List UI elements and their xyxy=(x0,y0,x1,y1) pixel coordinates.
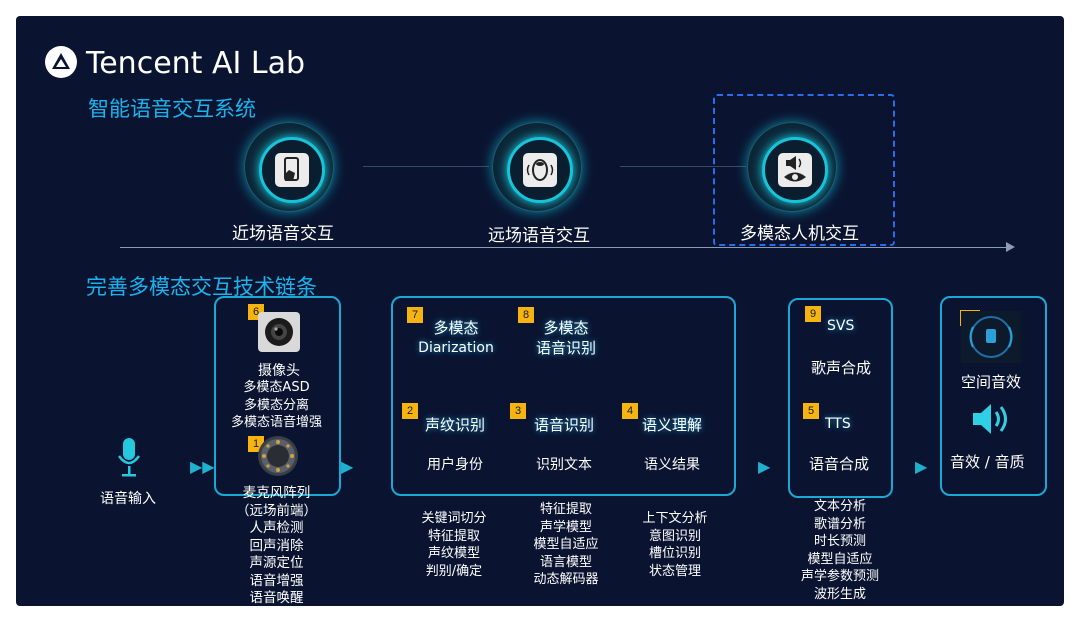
asr-feature: 声学模型 xyxy=(539,519,592,535)
stage-highlight-frame xyxy=(713,94,895,246)
camera-feature: 多模态ASD xyxy=(243,380,310,395)
mic-details: 麦克风阵列 （远场前端） 人声检测 回声消除 声源定位 语音增强 语音唤醒 xyxy=(214,485,339,606)
stage-near-field xyxy=(244,122,334,212)
stage-connector xyxy=(620,166,746,167)
flow-arrow-icon: ▶ xyxy=(341,457,354,476)
voiceprint-feature: 判别/确定 xyxy=(425,563,483,579)
stage-label: 多模态人机交互 xyxy=(740,224,859,244)
spatial-audio-icon xyxy=(961,311,1021,363)
voiceprint-feature: 特征提取 xyxy=(427,528,480,544)
mic-feature: 回声消除 xyxy=(249,537,304,554)
flow-arrow-icon: ▶▶ xyxy=(190,457,215,476)
badge-asr: 3 xyxy=(510,403,526,419)
voiceprint-features: 关键词切分 特征提取 声纹模型 判别/确定 xyxy=(409,510,499,580)
camera-features: 多模态ASD 多模态分离 多模态语音增强 xyxy=(214,379,339,432)
synthesis-feature: 模型自适应 xyxy=(807,551,873,567)
timeline-arrowhead-icon xyxy=(1006,242,1015,252)
asr-feature: 语言模型 xyxy=(539,554,592,570)
synthesis-feature: 时长预测 xyxy=(813,534,866,549)
svs-output: 歌声合成 xyxy=(811,359,872,377)
mic-feature: 人声检测 xyxy=(249,520,304,536)
microphone-icon xyxy=(117,438,141,477)
stage-label: 近场语音交互 xyxy=(232,224,334,244)
timeline-line xyxy=(120,247,1008,248)
camera-title: 摄像头 xyxy=(258,363,300,379)
badge-diarization: 7 xyxy=(407,307,423,323)
camera-icon xyxy=(258,312,300,352)
understanding-box xyxy=(391,296,736,496)
mic-feature: 声源定位 xyxy=(249,555,304,571)
voiceprint-title: 声纹识别 xyxy=(425,416,486,434)
voiceprint-feature: 关键词切分 xyxy=(421,511,487,526)
synthesis-feature: 声学参数预测 xyxy=(800,569,879,584)
mic-feature: 语音增强 xyxy=(249,572,304,589)
mic-title: 麦克风阵列 xyxy=(242,485,311,501)
stage-connector xyxy=(363,166,489,167)
synthesis-feature: 文本分析 xyxy=(813,499,866,514)
camera-feature: 多模态分离 xyxy=(243,397,309,413)
asr-output: 识别文本 xyxy=(536,457,592,473)
diarization-line1: 多模态 xyxy=(433,319,479,337)
asr-features: 特征提取 声学模型 模型自适应 语言模型 动态解码器 xyxy=(521,501,611,589)
mic-array-icon xyxy=(258,436,298,476)
diarization-line2: Diarization xyxy=(418,340,494,356)
mm-asr-line2: 语音识别 xyxy=(535,339,596,357)
stage-multimodal xyxy=(747,122,837,212)
stage-far-field xyxy=(492,122,582,212)
mic-feature: 语音唤醒 xyxy=(249,590,304,606)
asr-feature: 模型自适应 xyxy=(533,537,599,552)
mm-asr-line1: 多模态 xyxy=(543,319,589,337)
tts-output: 语音合成 xyxy=(809,455,870,473)
flow-arrow-icon: ▶ xyxy=(758,457,771,476)
slide: Tencent AI Lab 智能语音交互系统 近场语音交互 远场语音交互 xyxy=(16,16,1064,606)
audio-box xyxy=(940,296,1047,496)
mm-asr-block: 多模态 语音识别 xyxy=(528,318,604,358)
brand-name: Tencent AI Lab xyxy=(86,46,306,81)
stage-ring xyxy=(507,137,573,203)
tts-title: TTS xyxy=(825,416,851,432)
sensor-box xyxy=(214,296,341,496)
diarization-block: 多模态 Diarization xyxy=(416,318,496,358)
voice-input-label: 语音输入 xyxy=(100,491,156,507)
nlu-feature: 上下文分析 xyxy=(642,511,708,526)
section2-title: 完善多模态交互技术链条 xyxy=(86,275,317,299)
stage-ring xyxy=(762,137,828,203)
voiceprint-output: 用户身份 xyxy=(427,457,483,473)
badge-tts: 5 xyxy=(803,403,819,419)
camera-feature: 多模态语音增强 xyxy=(230,415,322,430)
tencent-ai-lab-logo-icon xyxy=(45,46,77,78)
nlu-feature: 槽位识别 xyxy=(648,546,701,561)
stage-label: 远场语音交互 xyxy=(488,226,590,246)
badge-nlu: 4 xyxy=(622,403,638,419)
nlu-title: 语义理解 xyxy=(642,416,703,434)
asr-feature: 动态解码器 xyxy=(533,572,599,587)
synthesis-feature: 波形生成 xyxy=(813,586,866,602)
nlu-feature: 意图识别 xyxy=(648,528,701,544)
flow-arrow-icon: ▶ xyxy=(915,457,928,476)
badge-voiceprint: 2 xyxy=(402,403,418,419)
asr-feature: 特征提取 xyxy=(539,502,592,517)
nlu-features: 上下文分析 意图识别 槽位识别 状态管理 xyxy=(630,510,720,580)
audio-output: 音效 / 音质 xyxy=(950,453,1025,471)
spatial-title: 空间音效 xyxy=(961,373,1022,391)
svs-title: SVS xyxy=(827,318,855,334)
nlu-output: 语义结果 xyxy=(644,457,700,473)
mic-subtitle: （远场前端） xyxy=(236,502,317,519)
nlu-feature: 状态管理 xyxy=(648,563,701,579)
stage-ring xyxy=(259,137,325,203)
asr-title: 语音识别 xyxy=(534,416,595,434)
speaker-eye-icon xyxy=(778,153,812,187)
synthesis-features: 文本分析 歌谱分析 时长预测 模型自适应 声学参数预测 波形生成 xyxy=(788,498,892,603)
speaker-volume-icon xyxy=(973,404,1007,434)
badge-mm-asr: 8 xyxy=(518,307,534,323)
badge-svs: 9 xyxy=(805,306,821,322)
smart-speaker-icon xyxy=(523,153,557,187)
section1-title: 智能语音交互系统 xyxy=(88,97,256,121)
synthesis-box xyxy=(788,298,893,498)
synthesis-feature: 歌谱分析 xyxy=(813,516,866,532)
phone-hand-icon xyxy=(275,153,309,187)
voiceprint-feature: 声纹模型 xyxy=(427,546,480,561)
